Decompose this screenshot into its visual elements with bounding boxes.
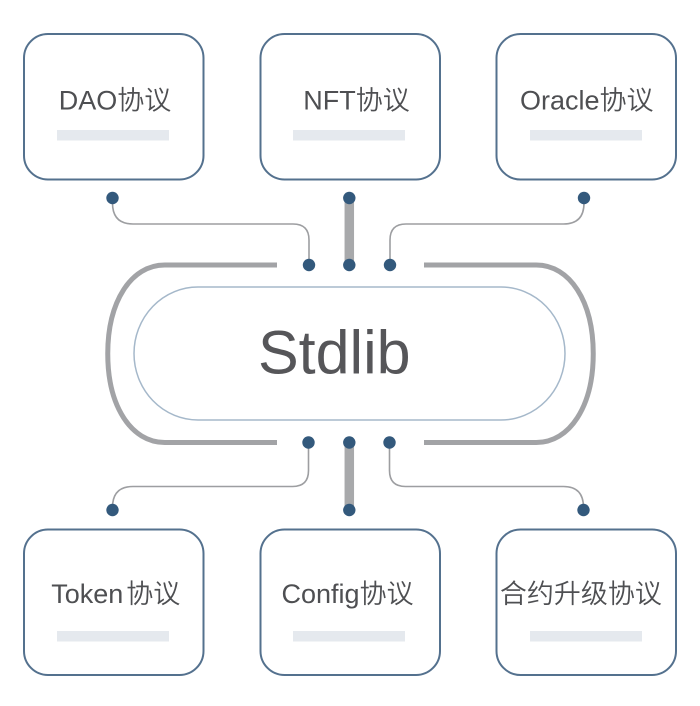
svg-text:Token: Token xyxy=(51,579,123,609)
svg-text:Oracle: Oracle xyxy=(520,86,600,116)
svg-text:Config: Config xyxy=(282,579,360,609)
svg-text:Stdlib: Stdlib xyxy=(258,319,411,387)
svg-text:NFT: NFT xyxy=(303,86,355,116)
svg-text:DAO: DAO xyxy=(59,86,118,116)
